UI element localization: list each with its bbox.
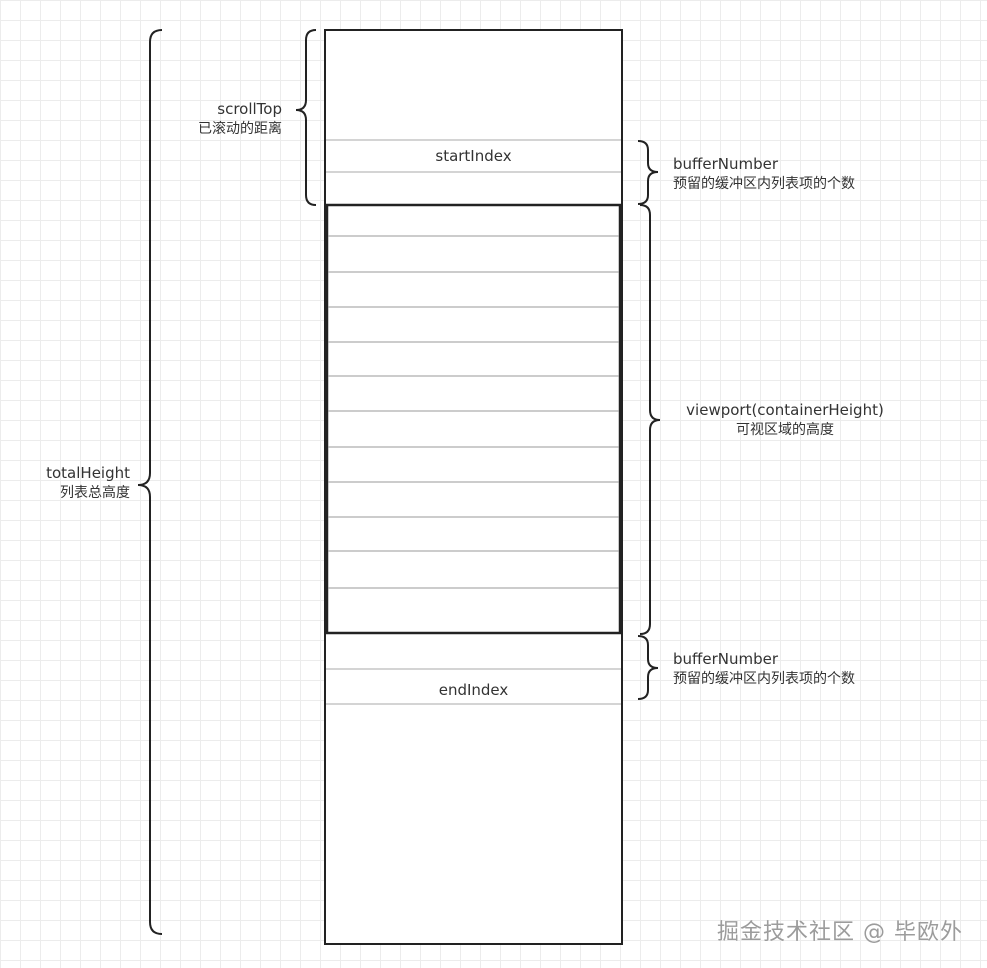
buffer-bottom-label-group: bufferNumber 预留的缓冲区内列表项的个数 — [673, 649, 855, 689]
scroll-top-label: scrollTop — [217, 100, 282, 118]
watermark: 掘金技术社区 @ 毕欧外 — [717, 920, 963, 945]
buffer-bottom-label: bufferNumber — [673, 650, 779, 668]
buffer-top-description: 预留的缓冲区内列表项的个数 — [673, 176, 855, 192]
end-index-label: endIndex — [438, 681, 509, 699]
buffer-bottom-brace — [637, 635, 659, 700]
viewport-brace — [639, 204, 661, 635]
viewport-label: viewport(containerHeight) — [686, 401, 884, 419]
total-height-description: 列表总高度 — [60, 485, 130, 501]
buffer-top-label-group: bufferNumber 预留的缓冲区内列表项的个数 — [673, 154, 855, 194]
buffer-top-brace — [637, 140, 659, 205]
scroll-top-label-group: scrollTop 已滚动的距离 — [170, 99, 282, 139]
scroll-top-description: 已滚动的距离 — [198, 121, 282, 137]
list-container — [324, 29, 623, 945]
total-height-brace — [137, 29, 163, 935]
start-index-label: startIndex — [435, 147, 512, 165]
viewport-description: 可视区域的高度 — [736, 422, 834, 438]
buffer-bottom-description: 预留的缓冲区内列表项的个数 — [673, 671, 855, 687]
viewport-label-group: viewport(containerHeight) 可视区域的高度 — [670, 400, 900, 440]
total-height-label: totalHeight — [46, 464, 130, 482]
buffer-top-label: bufferNumber — [673, 155, 779, 173]
scroll-top-brace — [295, 29, 317, 206]
viewport-box — [325, 203, 622, 635]
total-height-label-group: totalHeight 列表总高度 — [20, 463, 130, 503]
